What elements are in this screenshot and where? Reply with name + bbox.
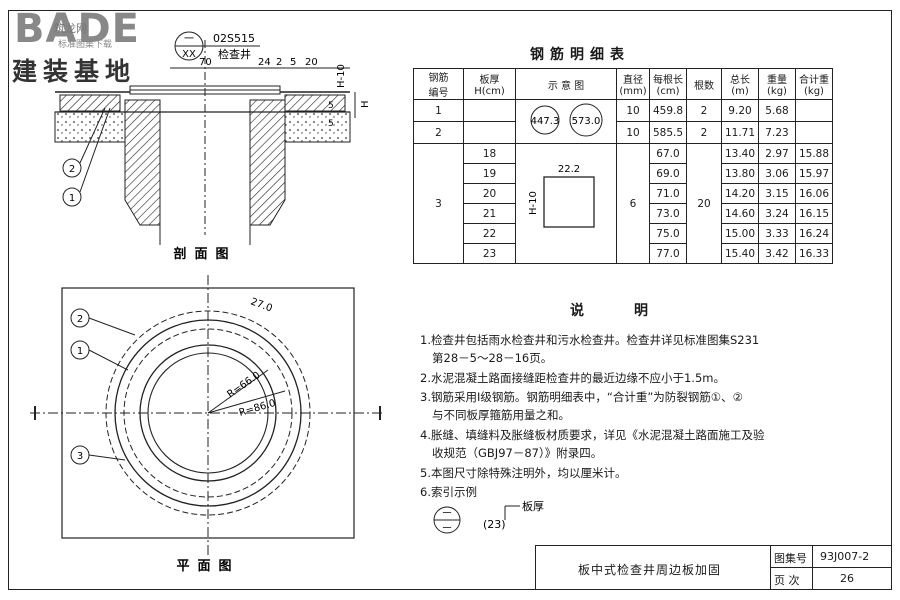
page-value: 26	[840, 572, 854, 585]
std-ref: 02S515	[213, 32, 255, 45]
drawing-title: 板中式检查井周边板加固	[578, 563, 722, 577]
hdr-diagram: 示 意 图	[515, 68, 617, 100]
ring-label-2: 573.0	[572, 116, 601, 127]
plan-callout-3: 3	[77, 451, 83, 462]
note-1b: 第28－5～28－16页。	[432, 351, 553, 365]
index-bottom: XX	[182, 49, 196, 60]
example-top: 一	[442, 509, 451, 519]
stirrup-diagram: 22.2 H-10	[528, 164, 595, 228]
logo-wordmark: BADE	[14, 6, 140, 52]
table-row: 3 18 22.2 H-10 6 67.0 20 13.40 2.97 15.8…	[413, 143, 833, 264]
notes-title: 说明	[570, 303, 698, 319]
dim-h: H	[360, 100, 371, 108]
atlas-value: 93J007-2	[820, 550, 870, 563]
note-1: 1.检查井包括雨水检查井和污水检查井。检查井详见标准图集S231	[420, 333, 760, 347]
table-title: 钢筋明细表	[530, 47, 630, 63]
table-row: 21 73.0 14.60 3.24 16.15	[414, 203, 833, 224]
page-label: 页 次	[774, 574, 800, 587]
hdr-length-each: 每根长(cm)	[649, 68, 687, 100]
plan-callout-1: 1	[77, 346, 83, 357]
example-label: 板厚	[522, 499, 544, 513]
hdr-diameter: 直径(mm)	[616, 68, 650, 100]
dim-h10: H-10	[336, 64, 347, 88]
plan-label: 平面图	[176, 559, 239, 574]
stirrup-side-label: H-10	[528, 191, 539, 215]
note-6: 6.索引示例	[420, 485, 477, 499]
note-5: 5.本图尺寸除特殊注明外，均以厘米计。	[420, 466, 627, 480]
dim-5: 5	[290, 57, 296, 68]
hdr-count: 根数	[686, 68, 722, 100]
dim-top: 27.0	[249, 296, 274, 314]
ring-diagram: 447.3 573.0	[530, 103, 603, 137]
radius-inner: R=66.0	[225, 370, 262, 401]
note-3: 3.钢筋采用Ⅰ级钢筋。钢筋明细表中，“合计重”为防裂钢筋①、②	[420, 390, 743, 404]
table-row: 2 10 585.5 2 11.71 7.23	[413, 121, 833, 144]
logo-chinese: 建装基地	[12, 57, 137, 86]
dim-70: 70	[199, 57, 212, 68]
index-top: 一	[184, 34, 194, 45]
radius-outer: R=86.0	[238, 398, 277, 419]
table-row: 20 71.0 14.20 3.15 16.06	[414, 183, 833, 204]
plan-callout-2: 2	[77, 314, 83, 325]
dim-5c: 5	[328, 119, 334, 129]
drawing-frame	[8, 10, 892, 590]
stirrup-top-label: 22.2	[558, 164, 580, 175]
dim-2: 2	[276, 57, 282, 68]
rect-diagram-cell: 22.2 H-10	[515, 143, 617, 264]
logo-subtitle-2: 标准图集下载	[58, 40, 113, 50]
plan-drawing: R=66.0 R=86.0 27.0 2 1 3 平面图	[30, 275, 385, 574]
note-4: 4.胀缝、填缝料及胀缝板材质要求，详见《水泥混凝土路面施工及验	[420, 428, 765, 442]
hdr-total-length: 总长(m)	[721, 68, 759, 100]
dim-20: 20	[305, 57, 318, 68]
logo-subtitle-1: 筑龙网	[54, 22, 87, 35]
ring-diagram-cell: 447.3 573.0	[515, 99, 617, 144]
section-label: 剖面图	[173, 246, 236, 262]
dim-5b: 5	[328, 101, 334, 111]
index-example: 一 一 板厚 (23)	[433, 499, 544, 534]
hdr-total-weight: 合计重(kg)	[795, 68, 833, 100]
callout-1: 1	[69, 193, 75, 204]
table-row: 1 447.3 573.0 10 459.8 2 9.20 5.68	[413, 99, 833, 144]
section-drawing: 一 XX 02S515 检查井 70 24 2 5 20 H-10 H 5 5 …	[54, 31, 371, 262]
dim-24: 24	[258, 57, 271, 68]
table-row: 23 77.0 15.40 3.42 16.33	[414, 243, 833, 264]
note-4b: 收规范（GBJ97－87）》附录四。	[432, 446, 603, 460]
note-3b: 与不同板厚箍筋用量之和。	[432, 408, 570, 422]
ring-label-1: 447.3	[531, 116, 560, 127]
std-name: 检查井	[218, 47, 251, 61]
callout-2: 2	[69, 164, 75, 175]
table-row: 19 69.0 13.80 3.06 15.97	[414, 163, 833, 184]
example-bottom: 一	[442, 524, 451, 534]
atlas-label: 图集号	[774, 552, 807, 565]
example-below: (23)	[483, 518, 506, 531]
hdr-weight: 重量(kg)	[758, 68, 796, 100]
hdr-bar-no: 钢筋编号	[413, 68, 464, 100]
note-2: 2.水泥混凝土路面接缝距检查井的最近边缘不应小于1.5m。	[420, 371, 725, 385]
